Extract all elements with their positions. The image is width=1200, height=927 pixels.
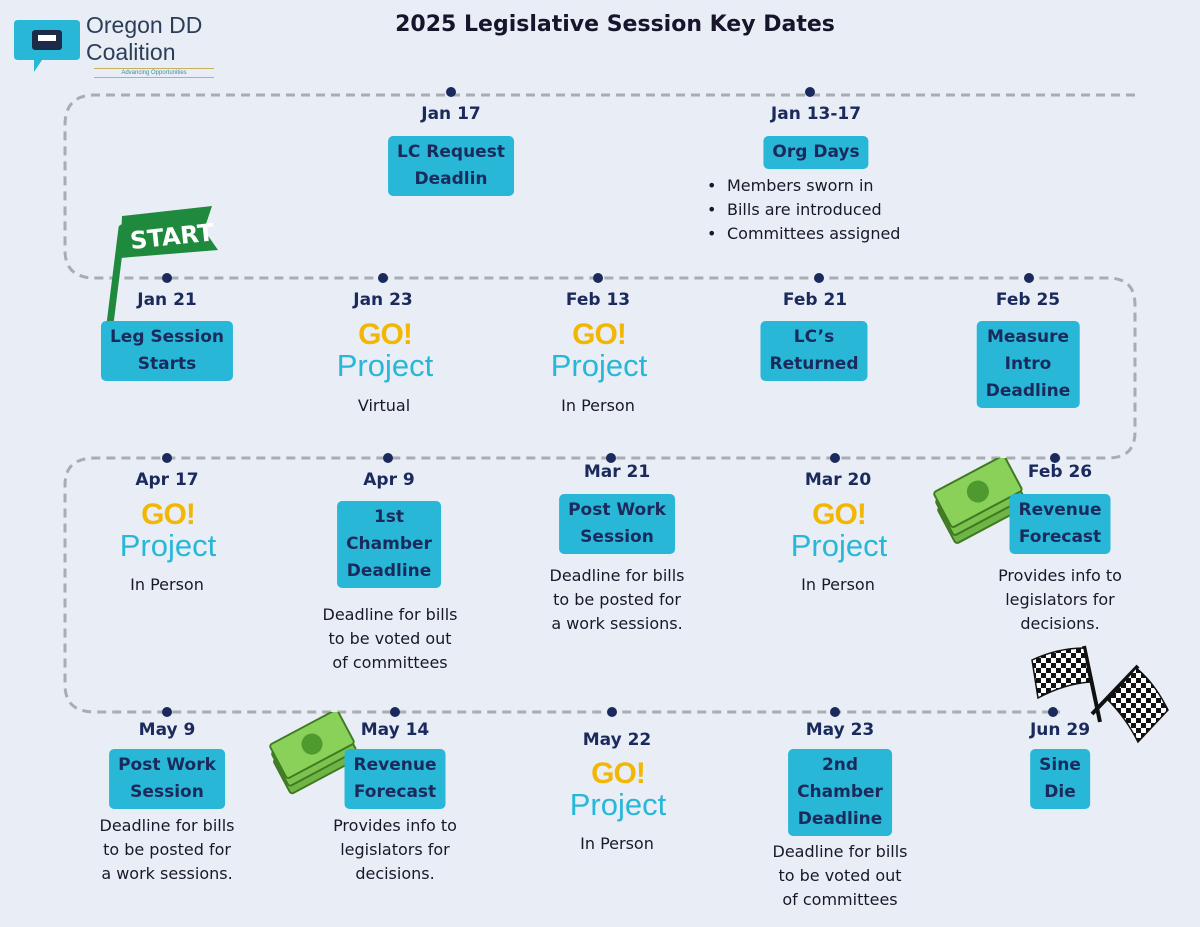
start-flag-icon: START [106,206,218,326]
logo-name: Oregon DD Coalition [86,12,203,65]
event-date: Feb 26 [1027,462,1093,482]
logo: Oregon DD Coalition Advancing Opportunit… [12,12,222,80]
event-date: Jun 29 [1029,720,1091,740]
event-date: May 9 [138,720,196,740]
event-date: Apr 17 [135,470,199,490]
event-date: May 23 [805,720,875,740]
event-date: May 22 [582,730,652,750]
event-description: In Person [801,575,875,594]
list-item: Committees assigned [707,222,900,246]
org-days-list: Members sworn in Bills are introduced Co… [707,174,900,246]
event-date: Mar 20 [804,470,872,490]
chat-bubble-icon [14,20,80,72]
list-item: Bills are introduced [707,198,900,222]
checkered-flags-icon [1031,645,1169,744]
event-date: Feb 25 [995,290,1061,310]
go-project-logo: GO!Project [790,498,888,563]
logo-tagline: Advancing Opportunities [94,68,214,78]
event-date: May 14 [360,720,430,740]
list-item: Members sworn in [707,174,900,198]
event-description: In Person [580,834,654,853]
event-date: Feb 13 [565,290,631,310]
go-project-logo: GO!Project [119,498,217,563]
event-date: Jan 21 [137,290,197,310]
event-date: Mar 21 [583,462,651,482]
event-date: Jan 17 [421,104,481,124]
event-description: In Person [561,396,635,415]
money-stack-icon [269,712,359,795]
go-project-logo: GO!Project [569,757,667,822]
event-description: In Person [130,575,204,594]
event-description: Virtual [357,396,411,415]
event-date: Jan 13-17 [770,104,862,124]
page-title: 2025 Legislative Session Key Dates [395,12,835,37]
event-date: Feb 21 [782,290,848,310]
event-date: Jan 23 [353,290,413,310]
event-pill: Org Days [763,136,869,169]
go-project-logo: GO!Project [336,318,434,383]
money-stack-icon [933,458,1027,544]
event-date: Apr 9 [363,470,415,490]
go-project-logo: GO!Project [550,318,648,383]
